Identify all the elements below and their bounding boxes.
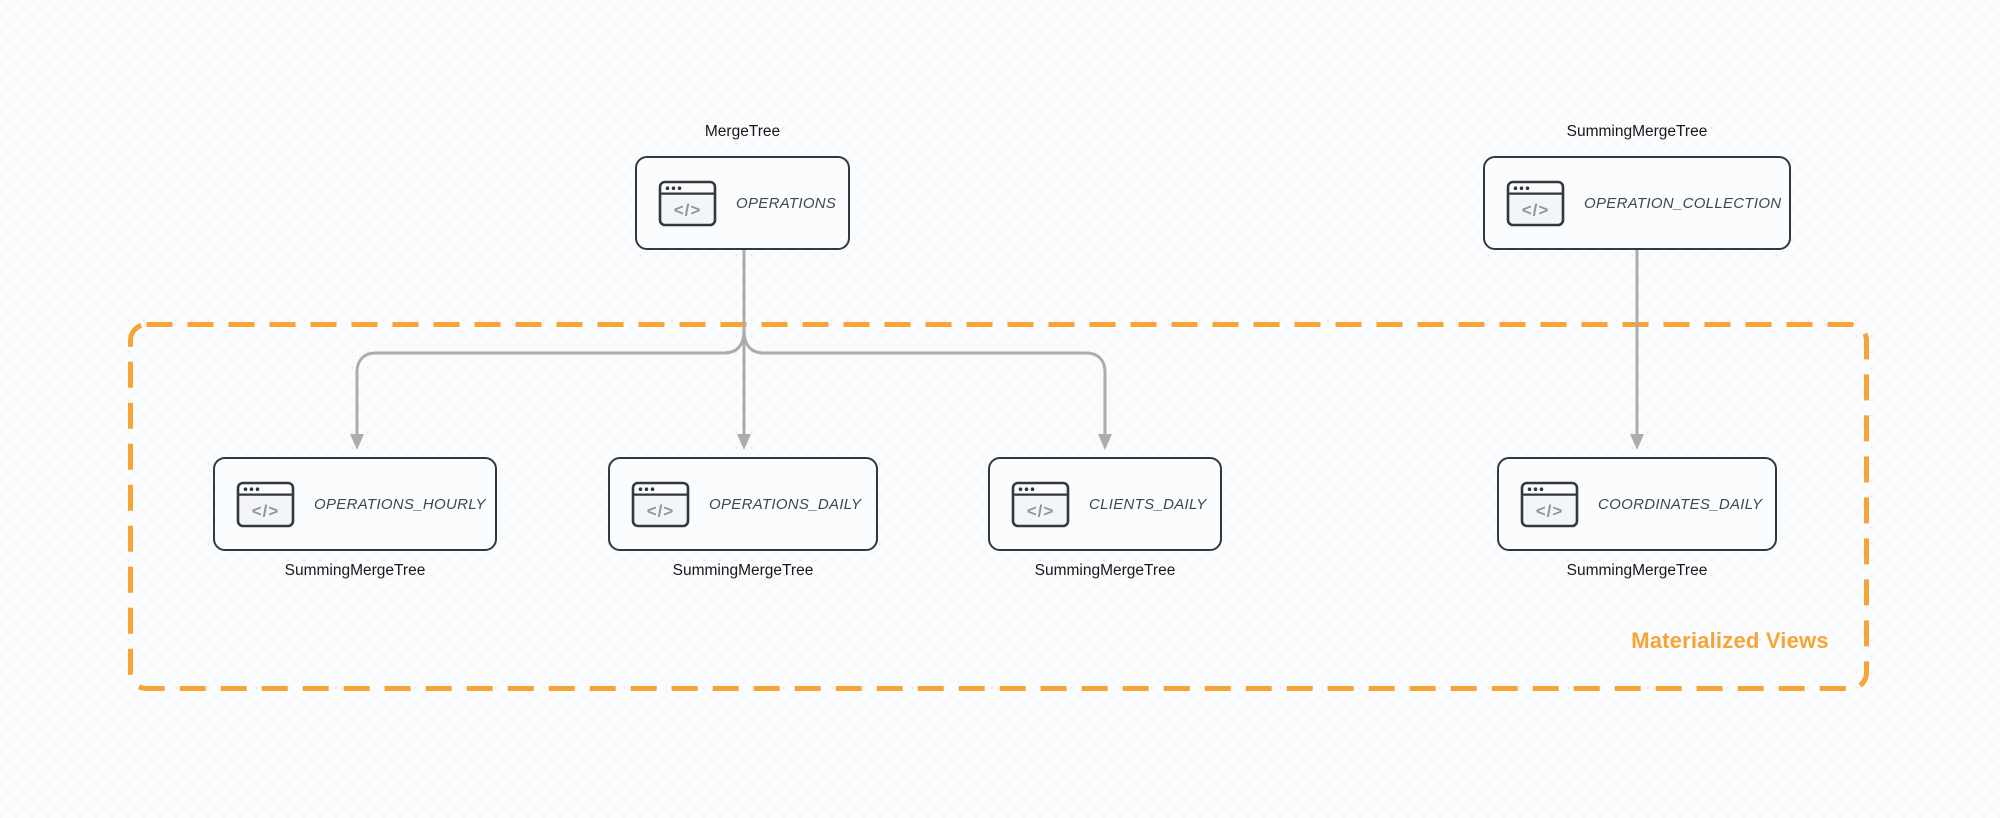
arrowhead-operations-hourly — [350, 434, 364, 450]
svg-text:</>: </> — [647, 501, 675, 520]
svg-text:</>: </> — [1027, 501, 1055, 520]
svg-text:</>: </> — [1536, 501, 1564, 520]
node-coordinates-daily-engine-caption: SummingMergeTree — [1566, 562, 1708, 579]
node-coordinates-daily: </> COORDINATES_DAILY SummingMergeTree — [1497, 457, 1777, 581]
edge-operations-to-operations-hourly — [355, 329, 746, 436]
svg-text:</>: </> — [1522, 200, 1550, 219]
node-operations-hourly-label: OPERATIONS_HOURLY — [314, 495, 486, 513]
node-operation-collection-label: OPERATION_COLLECTION — [1584, 194, 1782, 212]
node-operations: MergeTree </> OPERATIONS — [635, 122, 850, 250]
node-coordinates-daily-box: </> COORDINATES_DAILY — [1497, 457, 1777, 551]
code-window-icon: </> — [631, 481, 690, 527]
node-operations-hourly-engine-caption: SummingMergeTree — [284, 562, 426, 579]
node-clients-daily-box: </> CLIENTS_DAILY — [988, 457, 1222, 551]
svg-text:</>: </> — [252, 501, 280, 520]
arrowhead-clients-daily — [1098, 434, 1112, 450]
node-operation-collection-engine-caption: SummingMergeTree — [1566, 123, 1708, 140]
node-operations-hourly: </> OPERATIONS_HOURLY SummingMergeTree — [213, 457, 497, 581]
node-operation-collection-box: </> OPERATION_COLLECTION — [1483, 156, 1791, 250]
node-operations-hourly-box: </> OPERATIONS_HOURLY — [213, 457, 497, 551]
node-operations-daily: </> OPERATIONS_DAILY SummingMergeTree — [608, 457, 878, 581]
node-clients-daily-engine-caption: SummingMergeTree — [1034, 562, 1176, 579]
node-clients-daily-label: CLIENTS_DAILY — [1089, 495, 1207, 513]
node-clients-daily: </> CLIENTS_DAILY SummingMergeTree — [988, 457, 1222, 581]
svg-text:</>: </> — [674, 200, 702, 219]
node-operations-label: OPERATIONS — [736, 194, 837, 212]
node-operations-daily-box: </> OPERATIONS_DAILY — [608, 457, 878, 551]
arrowhead-operations-daily — [737, 434, 751, 450]
node-operations-box: </> OPERATIONS — [635, 156, 850, 250]
code-window-icon: </> — [236, 481, 295, 527]
node-coordinates-daily-label: COORDINATES_DAILY — [1598, 495, 1763, 513]
code-window-icon: </> — [1520, 481, 1579, 527]
code-window-icon: </> — [1011, 481, 1070, 527]
node-operation-collection: SummingMergeTree </> OPERATION_COLLECTIO… — [1483, 122, 1791, 250]
node-operations-daily-engine-caption: SummingMergeTree — [672, 562, 814, 579]
edge-operations-to-clients-daily — [742, 329, 1107, 436]
node-operations-daily-label: OPERATIONS_DAILY — [709, 495, 862, 513]
arrowhead-coordinates-daily — [1630, 434, 1644, 450]
code-window-icon: </> — [658, 180, 717, 226]
node-operations-engine-caption: MergeTree — [704, 123, 781, 140]
code-window-icon: </> — [1506, 180, 1565, 226]
materialized-views-label: Materialized Views — [1631, 628, 1829, 653]
